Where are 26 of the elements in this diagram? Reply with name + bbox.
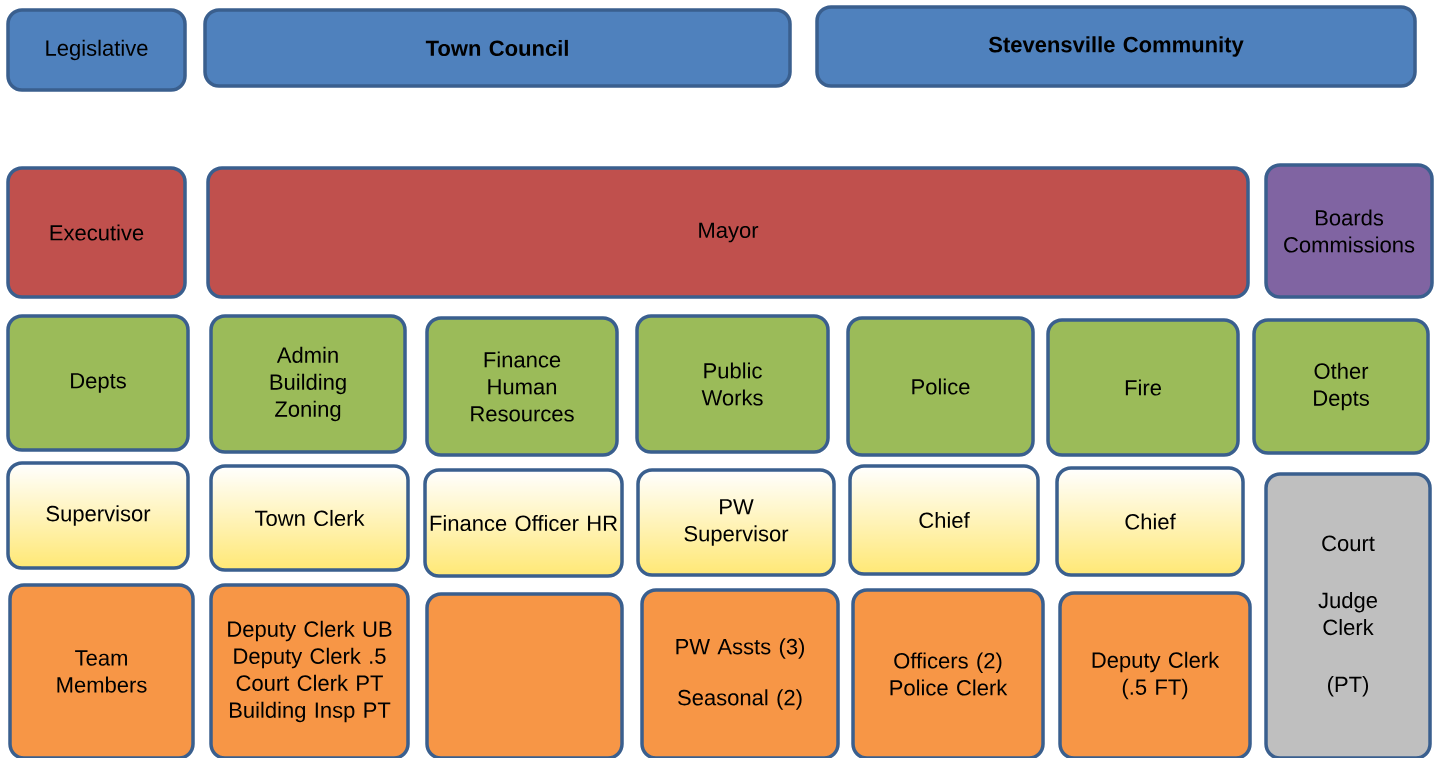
department-box: Admin Building Zoning [209, 314, 407, 454]
department-box: Depts [6, 314, 190, 452]
role-box: Executive [6, 166, 187, 299]
staff-box: Team Members [8, 583, 195, 758]
staff-box: Officers (2) Police Clerk [851, 588, 1045, 758]
department-box: Public Works [635, 314, 830, 454]
position-box: Supervisor [6, 461, 190, 570]
court-box: Court Judge Clerk (PT) [1264, 472, 1432, 758]
staff-box: Deputy Clerk UB Deputy Clerk .5 Court Clerk PT Building Insp PT [209, 583, 410, 758]
staff-box [425, 592, 624, 758]
role-box: Boards Commissions [1264, 163, 1434, 299]
department-box: Fire [1046, 318, 1240, 457]
header-box: Stevensville Community [815, 5, 1417, 88]
staff-box: Deputy Clerk (.5 FT) [1058, 591, 1252, 758]
header-box: Legislative [6, 8, 187, 92]
position-box: Chief [1055, 466, 1245, 577]
position-box: Finance Officer HR [423, 468, 624, 578]
position-box: Town Clerk [209, 464, 410, 572]
position-box: Chief [848, 464, 1040, 576]
staff-box: PW Assts (3) Seasonal (2) [640, 588, 840, 758]
department-box: Finance Human Resources [425, 316, 619, 457]
position-box: PW Supervisor [636, 468, 836, 577]
department-box: Police [846, 316, 1035, 457]
header-box: Town Council [203, 8, 792, 88]
role-box: Mayor [206, 166, 1250, 299]
department-box: Other Depts [1252, 318, 1430, 455]
